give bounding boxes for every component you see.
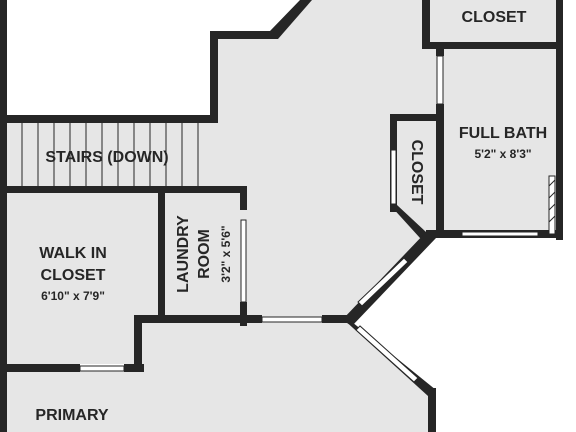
wall-void-bottom [0, 115, 218, 123]
wall-primary-right [428, 388, 436, 432]
walk-in-closet-floor [6, 192, 158, 364]
wall-closet-top-left [422, 0, 430, 48]
wall-closet-small-top [390, 114, 440, 121]
wall-void-diagonal [270, 0, 312, 39]
window-bath-right-hatch [548, 191, 556, 199]
full-bath-label: FULL BATH [459, 125, 547, 142]
room-labels: CLOSET FULL BATH 5'2" x 8'3" CLOSET STAI… [35, 9, 547, 424]
wall-hall-bottom [322, 315, 350, 323]
window-bath-right-hatch [548, 179, 556, 187]
openings [79, 55, 556, 383]
wall-laundry-left [158, 186, 165, 320]
wall-void-right [210, 36, 218, 123]
door-bath [436, 55, 444, 105]
primary-floor [6, 322, 430, 432]
laundry-floor [164, 192, 240, 316]
door-walkin [79, 365, 125, 372]
walk-in-closet-label-line2: CLOSET [41, 267, 106, 284]
wall-bath-right [556, 44, 563, 240]
closet-top-floor [428, 0, 556, 44]
wall-closet-small-diagonal [390, 205, 430, 238]
laundry-label-line1: LAUNDRY [175, 215, 192, 293]
stair-treads [21, 123, 199, 186]
window-diagonal-upper [357, 257, 409, 307]
laundry-label-line2: ROOM [196, 229, 213, 279]
wall-laundry-right-lower [240, 302, 247, 326]
walk-in-closet-dimensions: 6'10" x 7'9" [41, 289, 105, 303]
wall-bath-left-upper [436, 49, 444, 56]
wall-closet-top-right [556, 0, 563, 49]
wall-closet-top-bottom [422, 42, 562, 49]
wall-walkin-right-lower [134, 315, 142, 372]
wall-walkin-bottom-left [0, 364, 80, 372]
door-closet-small [390, 149, 397, 205]
stairs-label: STAIRS (DOWN) [45, 149, 168, 166]
wall-stairs-bottom [0, 186, 246, 193]
walk-in-closet-label-line1: WALK IN [39, 245, 107, 262]
wall-left-exterior [0, 0, 7, 432]
wall-laundry-right [240, 186, 247, 210]
closet-top-label: CLOSET [462, 9, 527, 26]
window-bath-right-hatch [548, 215, 556, 223]
hallway-floor [214, 0, 556, 322]
floor-fills [6, 0, 556, 432]
door-primary [261, 316, 323, 323]
door-laundry [240, 219, 247, 303]
window-bath-bottom [461, 231, 539, 237]
wall-void-top [210, 31, 278, 39]
primary-label: PRIMARY [35, 407, 109, 424]
laundry-dimensions: 3'2" x 5'6" [219, 225, 233, 282]
window-diagonal-lower [355, 325, 419, 383]
window-bath-right-hatch [548, 203, 556, 211]
closet-small-label: CLOSET [408, 140, 425, 205]
wall-laundry-bottom [134, 315, 262, 323]
wall-bath-left-lower [436, 104, 444, 236]
full-bath-dimensions: 5'2" x 8'3" [474, 147, 531, 161]
window-bath-right [548, 175, 556, 235]
stairs-floor [6, 122, 214, 186]
